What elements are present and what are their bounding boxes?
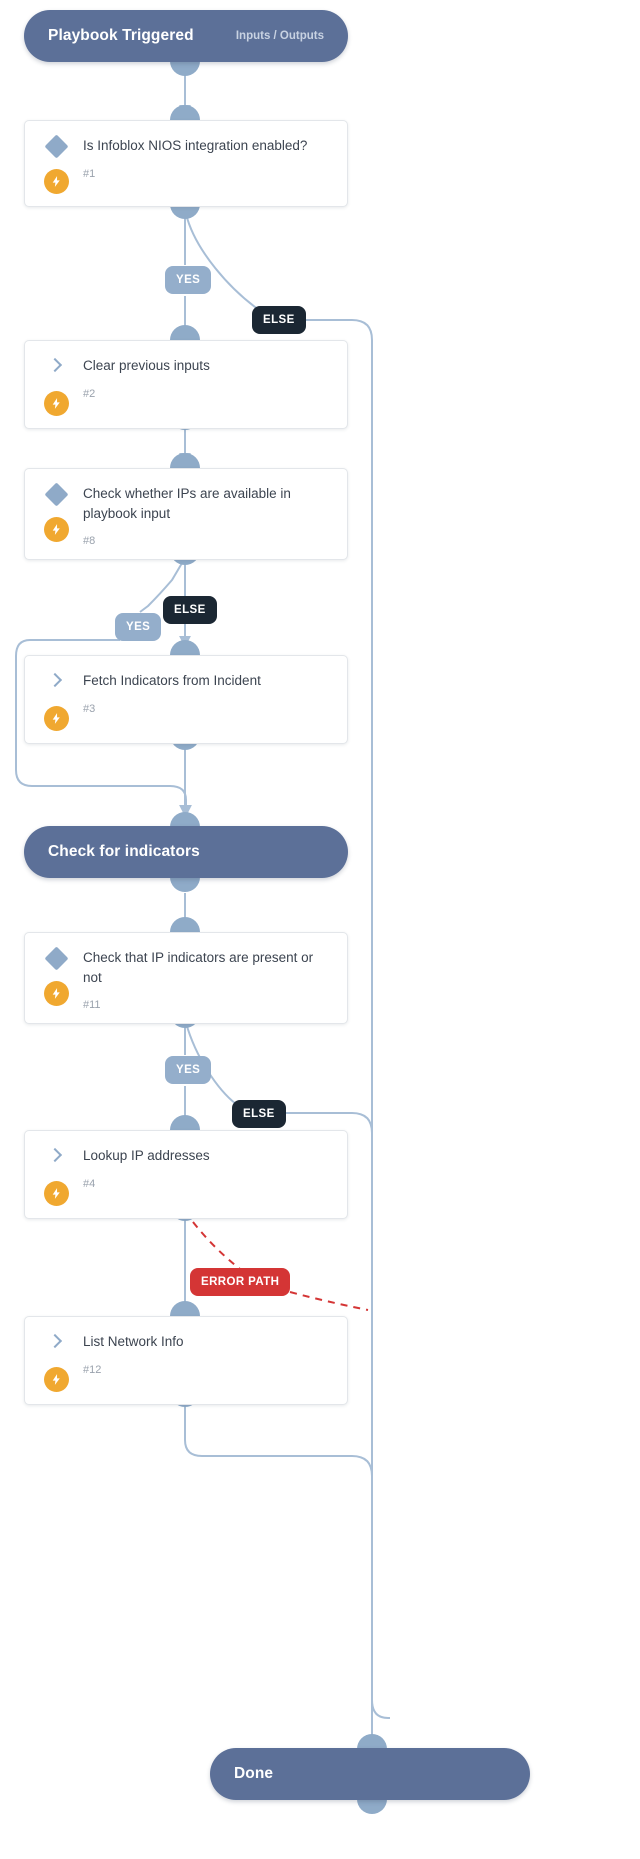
- bolt-icon: [43, 1181, 69, 1206]
- node-step-5[interactable]: Check that IP indicators are present or …: [24, 932, 348, 1025]
- step-4-icons: [41, 670, 71, 731]
- diamond-icon: [43, 134, 69, 159]
- step-2-number: #2: [83, 387, 96, 400]
- node-check-for-indicators[interactable]: Check for indicators: [24, 826, 348, 878]
- step-7-title: List Network Info: [83, 1334, 184, 1349]
- badge-yes-3[interactable]: YES: [165, 1056, 212, 1084]
- edge-step7-down: [184, 1398, 352, 1457]
- done-pill[interactable]: Done: [210, 1748, 530, 1800]
- step-2-body: Clear previous inputs #2: [83, 355, 331, 416]
- step-2-title: Clear previous inputs: [83, 358, 210, 373]
- node-step-2[interactable]: Clear previous inputs #2: [24, 340, 348, 429]
- step-6-number: #4: [83, 1177, 96, 1190]
- port-step-4-top[interactable]: [170, 640, 200, 655]
- done-title: Done: [234, 1765, 274, 1782]
- chevron-icon: [46, 1333, 66, 1353]
- port-step-6-top[interactable]: [170, 1115, 200, 1130]
- port-step-2-top[interactable]: [170, 325, 200, 340]
- bolt-icon: [43, 981, 69, 1006]
- step-1-body: Is Infoblox NIOS integration enabled? #1: [83, 135, 331, 194]
- port-section-top[interactable]: [170, 812, 200, 827]
- chevron-icon: [46, 1147, 66, 1167]
- step-1-icons: [41, 134, 71, 194]
- badge-else-2[interactable]: ELSE: [163, 596, 217, 624]
- edge-step1-to-else: [185, 213, 263, 313]
- start-pill[interactable]: Playbook Triggered Inputs / Outputs: [24, 10, 348, 62]
- step-4-number: #3: [83, 702, 96, 715]
- port-step-1-top[interactable]: [170, 105, 200, 120]
- bolt-icon: [43, 1367, 69, 1392]
- step-1-title: Is Infoblox NIOS integration enabled?: [83, 138, 308, 153]
- diamond-icon: [43, 482, 69, 507]
- badge-else-1[interactable]: ELSE: [252, 306, 306, 334]
- step-3-icons: [41, 482, 71, 547]
- node-step-4[interactable]: Fetch Indicators from Incident #3: [24, 655, 348, 744]
- badge-error-path[interactable]: ERROR PATH: [190, 1268, 291, 1296]
- step-7-icons: [41, 1331, 71, 1392]
- section-pill[interactable]: Check for indicators: [24, 826, 348, 878]
- node-step-6[interactable]: Lookup IP addresses #4: [24, 1130, 348, 1219]
- port-step-3-top[interactable]: [170, 453, 200, 468]
- node-done[interactable]: Done: [210, 1748, 530, 1800]
- badge-yes-1[interactable]: YES: [165, 266, 212, 294]
- port-done-bottom[interactable]: [357, 1799, 387, 1814]
- chevron-icon: [46, 672, 66, 692]
- bolt-icon: [43, 706, 69, 731]
- section-title: Check for indicators: [48, 843, 200, 860]
- badge-yes-2[interactable]: YES: [115, 613, 162, 641]
- chevron-icon: [46, 357, 66, 377]
- step-4-body: Fetch Indicators from Incident #3: [83, 670, 331, 731]
- step-3-title: Check whether IPs are available in playb…: [83, 486, 291, 521]
- bolt-icon: [43, 391, 69, 416]
- start-subtitle: Inputs / Outputs: [235, 30, 324, 42]
- node-playbook-triggered[interactable]: Playbook Triggered Inputs / Outputs: [24, 10, 348, 62]
- step-7-body: List Network Info #12: [83, 1331, 331, 1392]
- step-5-body: Check that IP indicators are present or …: [83, 947, 331, 1011]
- port-done-top[interactable]: [357, 1734, 387, 1749]
- node-step-7[interactable]: List Network Info #12: [24, 1316, 348, 1405]
- port-section-bottom[interactable]: [170, 877, 200, 892]
- port-step-7-top[interactable]: [170, 1301, 200, 1316]
- step-5-number: #11: [83, 999, 101, 1012]
- bolt-icon: [43, 517, 69, 542]
- step-6-body: Lookup IP addresses #4: [83, 1145, 331, 1206]
- badge-else-3[interactable]: ELSE: [232, 1100, 286, 1128]
- edge-step7-to-done: [351, 1455, 373, 1700]
- port-step-5-top[interactable]: [170, 917, 200, 932]
- step-6-title: Lookup IP addresses: [83, 1148, 210, 1163]
- step-2-icons: [41, 355, 71, 416]
- step-5-icons: [41, 946, 71, 1011]
- step-1-number: #1: [83, 167, 96, 180]
- step-4-title: Fetch Indicators from Incident: [83, 673, 261, 688]
- step-7-number: #12: [83, 1363, 102, 1376]
- edge-error-in: [289, 1291, 369, 1311]
- step-3-number: #8: [83, 535, 96, 548]
- step-5-title: Check that IP indicators are present or …: [83, 950, 314, 985]
- bolt-icon: [43, 169, 69, 194]
- start-title: Playbook Triggered: [48, 27, 194, 44]
- step-6-icons: [41, 1145, 71, 1206]
- node-step-3[interactable]: Check whether IPs are available in playb…: [24, 468, 348, 561]
- port-start-bottom[interactable]: [170, 61, 200, 76]
- step-3-body: Check whether IPs are available in playb…: [83, 483, 331, 547]
- node-step-1[interactable]: Is Infoblox NIOS integration enabled? #1: [24, 120, 348, 207]
- diamond-icon: [43, 946, 69, 971]
